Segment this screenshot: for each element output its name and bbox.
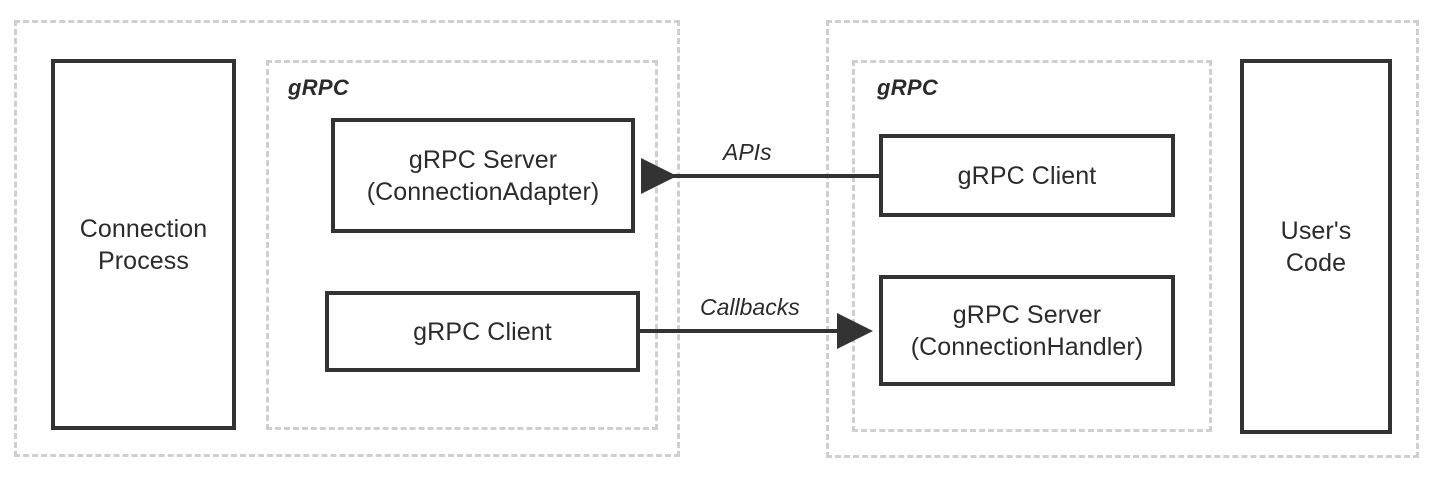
connection-process-label: Connection Process: [79, 214, 208, 275]
connection-process-box[interactable]: Connection Process: [51, 59, 236, 430]
users-code-box[interactable]: User's Code: [1240, 59, 1392, 434]
grpc-client-left-box[interactable]: gRPC Client: [325, 291, 640, 372]
grpc-server-connection-adapter-label: gRPC Server (ConnectionAdapter): [366, 145, 600, 206]
grpc-client-left-label: gRPC Client: [413, 317, 552, 346]
right-outer-boundary: [826, 20, 1419, 458]
grpc-client-right-label: gRPC Client: [957, 161, 1097, 190]
grpc-server-connection-adapter-box[interactable]: gRPC Server (ConnectionAdapter): [331, 118, 635, 233]
left-outer-boundary: [14, 20, 680, 457]
users-code-label: User's Code: [1280, 216, 1352, 277]
grpc-server-connection-handler-label: gRPC Server (ConnectionHandler): [910, 300, 1144, 361]
callbacks-arrow-label: Callbacks: [700, 294, 800, 320]
left-grpc-boundary: [266, 60, 658, 430]
right-grpc-boundary: [852, 60, 1212, 432]
grpc-client-right-box[interactable]: gRPC Client: [879, 134, 1175, 217]
right-grpc-label: gRPC: [877, 75, 939, 100]
apis-arrow-label: APIs: [723, 139, 772, 165]
grpc-server-connection-handler-box[interactable]: gRPC Server (ConnectionHandler): [879, 275, 1175, 386]
left-grpc-label: gRPC: [288, 75, 350, 100]
